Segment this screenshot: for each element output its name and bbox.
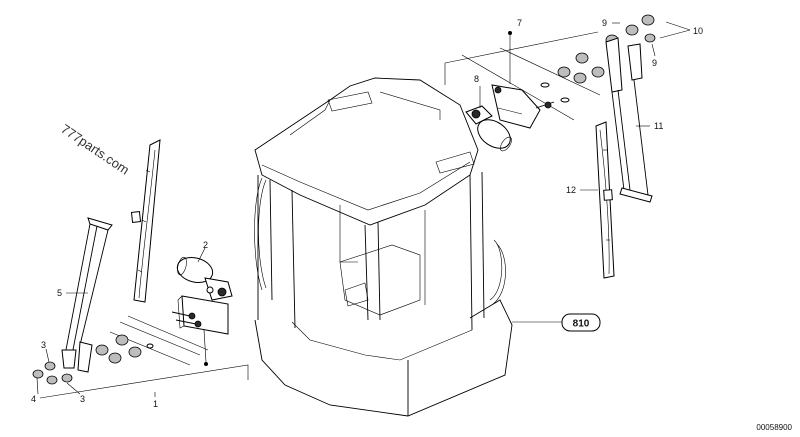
callout-12: 12 — [566, 185, 576, 195]
watermark-text: 777parts.com — [58, 121, 132, 177]
callout-4: 4 — [31, 394, 36, 404]
reference-810-frame — [561, 313, 601, 332]
wiper-motor-2 — [176, 256, 233, 301]
bracket-group-7 — [444, 31, 601, 121]
leader-lines — [36, 21, 691, 397]
wiper-arm-5 — [61, 217, 113, 373]
wiper-motor-8 — [465, 105, 512, 152]
callout-5: 5 — [57, 288, 62, 298]
callout-3-lower: 3 — [80, 394, 85, 404]
callout-9-upper: 9 — [602, 18, 607, 28]
nuts-washers-left — [32, 334, 154, 385]
motor-bracket-left — [171, 295, 229, 366]
callout-9-lower: 9 — [652, 58, 657, 68]
drawing-number: 00058900 — [756, 423, 792, 432]
callout-8: 8 — [474, 74, 479, 84]
reference-810-label: 810 — [573, 319, 590, 330]
motor-bracket-right — [491, 31, 570, 129]
callout-1: 1 — [153, 399, 158, 409]
wiper-blade-left — [130, 139, 161, 303]
wiper-blade-right-12 — [595, 121, 615, 279]
callout-11: 11 — [654, 121, 663, 131]
callout-10: 10 — [693, 26, 703, 36]
callout-3-upper: 3 — [41, 340, 46, 350]
callout-2: 2 — [203, 240, 208, 250]
wiper-arm-11 — [605, 37, 653, 203]
cab-outline — [254, 77, 513, 417]
callout-7: 7 — [517, 18, 522, 28]
